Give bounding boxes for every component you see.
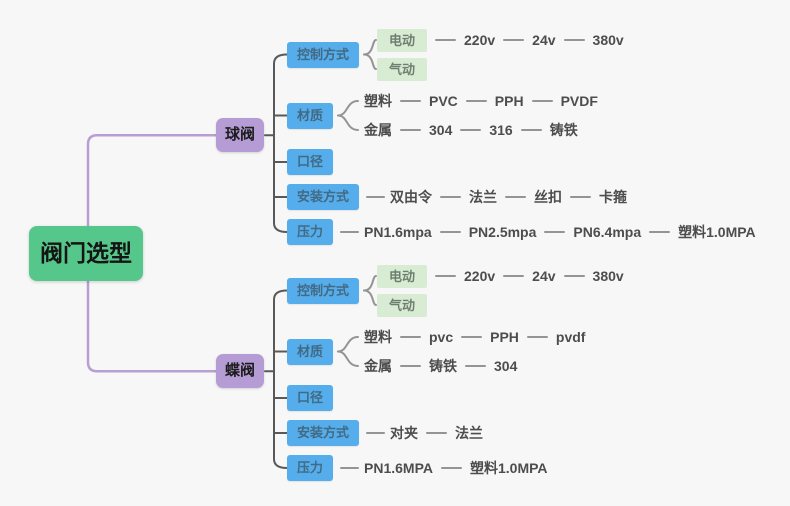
leaf-node[interactable]: PVC [429, 93, 458, 109]
leaf-row: 气动 [377, 56, 428, 82]
leaf-node[interactable]: 双由令 [390, 189, 432, 205]
connector-dash [435, 275, 457, 277]
connector-dash [461, 336, 483, 338]
leaf-node[interactable]: 24v [532, 268, 556, 284]
topic-node[interactable]: 压力 [287, 219, 334, 245]
leaf-node[interactable]: 对夹 [390, 425, 418, 441]
topic-node[interactable]: 控制方式 [287, 41, 360, 68]
subtopic-chip[interactable]: 电动 [377, 264, 428, 288]
connector-dash [440, 196, 461, 198]
leaf-node[interactable]: PVDF [560, 93, 598, 109]
topic-node[interactable]: 材质 [287, 338, 334, 365]
connector-dash [465, 100, 487, 102]
leaf-node[interactable]: 316 [489, 122, 513, 138]
leaf-node[interactable]: 380v [592, 32, 624, 48]
subtopic-chip[interactable]: 气动 [377, 57, 428, 81]
subtopic-chip[interactable]: 气动 [377, 293, 428, 317]
connector-dash [563, 39, 585, 41]
topic-node[interactable]: 控制方式 [287, 277, 360, 304]
leaf-row: 双由令 法兰 丝扣 卡箍 [390, 184, 627, 210]
leaf-node[interactable]: 24v [532, 32, 556, 48]
leaf-row: 金属 铸铁 304 [364, 353, 517, 379]
leaf-node[interactable]: 304 [429, 122, 453, 138]
leaf-node[interactable]: 卡箍 [599, 189, 627, 205]
topic-node[interactable]: 口径 [287, 385, 334, 411]
leaf-row: 塑料 pvc PPH pvdf [364, 324, 585, 350]
connector-dash [440, 467, 462, 469]
leaf-row: 气动 [377, 292, 428, 318]
leaf-node[interactable]: 塑料 [364, 93, 392, 109]
leaf-node[interactable]: 金属 [364, 358, 392, 374]
connector-dash [426, 432, 447, 434]
leaf-node[interactable]: PN1.6MPA [364, 460, 433, 476]
branch-node[interactable]: 球阀 [216, 118, 265, 153]
leaf-node[interactable]: 金属 [364, 122, 392, 138]
connector-dash [503, 275, 525, 277]
topic-node[interactable]: 安装方式 [287, 420, 360, 446]
connector-dash [520, 129, 542, 131]
topic-node[interactable]: 压力 [287, 455, 334, 481]
leaf-row: 塑料 PVC PPH PVDF [364, 88, 598, 114]
leaf-node[interactable]: 304 [494, 358, 518, 374]
connector-dash [400, 336, 421, 338]
root-node[interactable]: 阀门选型 [29, 226, 143, 281]
leaf-node[interactable]: pvdf [555, 329, 586, 345]
connector-dash [503, 39, 525, 41]
leaf-row: 金属 304 316 铸铁 [364, 117, 578, 143]
topic-node[interactable]: 材质 [287, 102, 334, 129]
connector-dash [570, 196, 591, 198]
leaf-node[interactable]: PN6.4mpa [573, 224, 642, 240]
connector-dash [439, 231, 461, 233]
connector-dash [400, 129, 421, 131]
leaf-node[interactable]: 塑料1.0MPA [678, 224, 756, 240]
leaf-node[interactable]: 220v [464, 32, 496, 48]
connector-dash [526, 336, 548, 338]
leaf-node[interactable]: 塑料1.0MPA [469, 460, 548, 476]
branch-node[interactable]: 蝶阀 [216, 354, 265, 389]
leaf-row: 电动 220v 24v 380v [377, 27, 624, 53]
leaf-row: 电动 220v 24v 380v [377, 263, 624, 289]
leaf-node[interactable]: PN1.6mpa [364, 224, 432, 240]
subtopic-chip[interactable]: 电动 [377, 28, 428, 52]
leaf-node[interactable]: PPH [494, 93, 524, 109]
connector-dash [531, 100, 553, 102]
connector-dash [563, 275, 585, 277]
leaf-row: PN1.6MPA 塑料1.0MPA [364, 455, 548, 481]
connector-dash [400, 365, 421, 367]
connector-dash [400, 100, 421, 102]
leaf-node[interactable]: 铸铁 [549, 122, 578, 138]
connector-dash [544, 231, 566, 233]
connector-dash [505, 196, 526, 198]
leaf-node[interactable]: pvc [429, 329, 454, 345]
leaf-node[interactable]: 220v [464, 268, 496, 284]
leaf-node[interactable]: 法兰 [469, 189, 497, 205]
connector-dash [465, 365, 486, 367]
leaf-node[interactable]: PPH [490, 329, 519, 345]
connector-dash [460, 129, 482, 131]
leaf-node[interactable]: PN2.5mpa [468, 224, 537, 240]
connector-dash [649, 231, 671, 233]
connector-dash [435, 39, 457, 41]
leaf-node[interactable]: 法兰 [455, 425, 483, 441]
leaf-node[interactable]: 380v [592, 268, 624, 284]
topic-node[interactable]: 口径 [287, 149, 334, 175]
leaf-node[interactable]: 铸铁 [429, 358, 457, 374]
leaf-node[interactable]: 丝扣 [534, 189, 562, 205]
leaf-row: 对夹 法兰 [390, 420, 483, 446]
leaf-row: PN1.6mpa PN2.5mpa PN6.4mpa 塑料1.0MPA [364, 219, 756, 245]
topic-node[interactable]: 安装方式 [287, 184, 360, 210]
leaf-node[interactable]: 塑料 [364, 329, 392, 345]
